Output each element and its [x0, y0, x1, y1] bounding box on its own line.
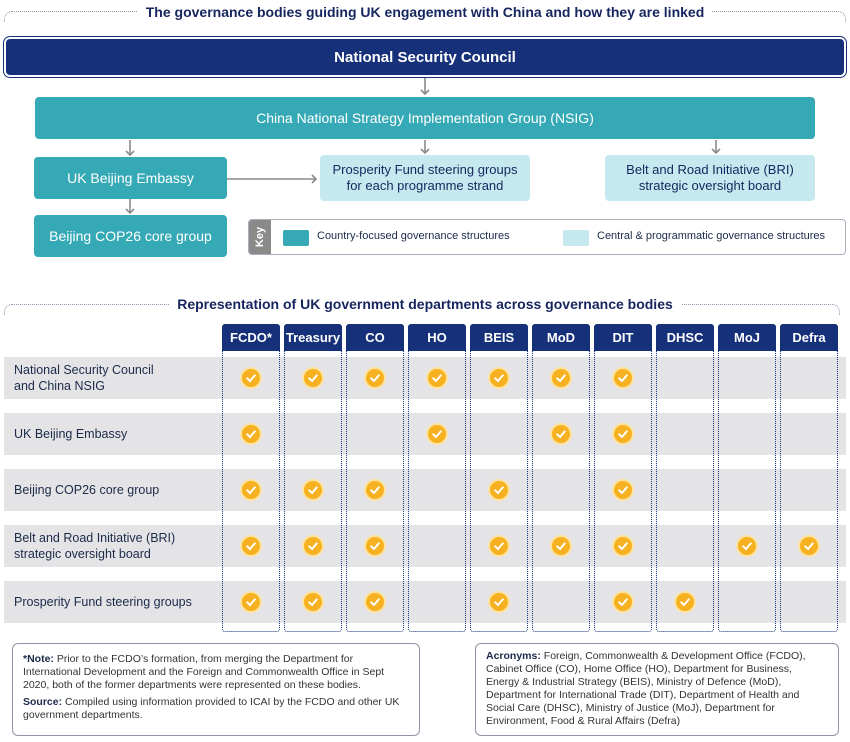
column-frame	[470, 351, 528, 632]
connector-arrows	[125, 78, 721, 215]
column-header: BEIS	[470, 324, 528, 351]
node-bri-board: Belt and Road Initiative (BRI) strategic…	[605, 155, 815, 201]
check-icon	[614, 593, 632, 611]
check-icon	[304, 369, 322, 387]
top-title: The governance bodies guiding UK engagem…	[0, 4, 850, 20]
check-icon	[552, 369, 570, 387]
check-icon	[428, 369, 446, 387]
note-paragraph: *Note: Prior to the FCDO’s formation, fr…	[23, 653, 385, 691]
check-icon	[304, 537, 322, 555]
acronyms-box: Acronyms: Foreign, Commonwealth & Develo…	[475, 643, 839, 736]
key-tab: Key	[249, 220, 271, 254]
column-frame	[594, 351, 652, 632]
node-cop26-core-group: Beijing COP26 core group	[34, 215, 227, 257]
check-icon	[800, 537, 818, 555]
check-icon	[304, 593, 322, 611]
column-header: DHSC	[656, 324, 714, 351]
check-icon	[428, 425, 446, 443]
column-header: MoJ	[718, 324, 776, 351]
column-header: Treasury	[284, 324, 342, 351]
key-label-country: Country-focused governance structures	[317, 230, 510, 242]
check-icon	[366, 593, 384, 611]
row-label-line: Belt and Road Initiative (BRI)	[14, 531, 176, 545]
check-icon	[552, 425, 570, 443]
row-label-line: UK Beijing Embassy	[14, 427, 128, 441]
check-icon	[366, 481, 384, 499]
check-icon	[304, 481, 322, 499]
node-prosperity-fund: Prosperity Fund steering groups for each…	[320, 155, 530, 201]
key-swatch-country	[283, 230, 309, 246]
check-icon	[490, 593, 508, 611]
note-box: *Note: Prior to the FCDO’s formation, fr…	[12, 643, 420, 736]
column-header: HO	[408, 324, 466, 351]
column-frame	[780, 351, 838, 632]
column-frame	[346, 351, 404, 632]
node-nsig: China National Strategy Implementation G…	[35, 97, 815, 139]
key-label-central: Central & programmatic governance struct…	[597, 230, 826, 242]
row-label: National Security Council and China NSIG	[14, 357, 154, 399]
row-label-line: Prosperity Fund steering groups	[14, 595, 192, 609]
legend-key: Key Country-focused governance structure…	[248, 219, 846, 255]
column-frame	[284, 351, 342, 632]
column-frame	[408, 351, 466, 632]
column-header: FCDO*	[222, 324, 280, 351]
check-icon	[242, 369, 260, 387]
row-label: Beijing COP26 core group	[14, 469, 159, 511]
check-icon	[552, 537, 570, 555]
check-icon	[366, 369, 384, 387]
row-label-line: National Security Council	[14, 363, 154, 377]
table-row	[4, 525, 846, 567]
check-icon	[242, 425, 260, 443]
column-header: Defra	[780, 324, 838, 351]
node-national-security-council: National Security Council	[6, 39, 844, 75]
key-swatch-central	[563, 230, 589, 246]
row-label-line: strategic oversight board	[14, 547, 151, 561]
column-header: DIT	[594, 324, 652, 351]
row-label: Prosperity Fund steering groups	[14, 581, 192, 623]
check-icon	[614, 537, 632, 555]
column-frame	[532, 351, 590, 632]
check-icon	[490, 369, 508, 387]
check-icon	[490, 537, 508, 555]
table-row	[4, 469, 846, 511]
row-label-line: and China NSIG	[14, 379, 106, 393]
check-icon	[242, 537, 260, 555]
table-row	[4, 413, 846, 455]
check-icon	[676, 593, 694, 611]
check-icon	[614, 481, 632, 499]
check-icon	[366, 537, 384, 555]
column-header: MoD	[532, 324, 590, 351]
check-icon	[614, 369, 632, 387]
row-label: Belt and Road Initiative (BRI) strategic …	[14, 525, 175, 567]
table-title: Representation of UK government departme…	[0, 296, 850, 312]
column-frame	[222, 351, 280, 632]
acronyms-paragraph: Acronyms: Foreign, Commonwealth & Develo…	[486, 650, 806, 727]
node-uk-beijing-embassy: UK Beijing Embassy	[34, 157, 227, 199]
check-icon	[490, 481, 508, 499]
table-row	[4, 581, 846, 623]
row-label-line: Beijing COP26 core group	[14, 483, 160, 497]
check-icon	[614, 425, 632, 443]
check-icon	[242, 481, 260, 499]
column-frame	[718, 351, 776, 632]
source-paragraph: Source: Compiled using information provi…	[23, 696, 400, 721]
row-label: UK Beijing Embassy	[14, 413, 127, 455]
table-row	[4, 357, 846, 399]
check-icon	[242, 593, 260, 611]
column-frame	[656, 351, 714, 632]
check-icon	[738, 537, 756, 555]
column-header: CO	[346, 324, 404, 351]
